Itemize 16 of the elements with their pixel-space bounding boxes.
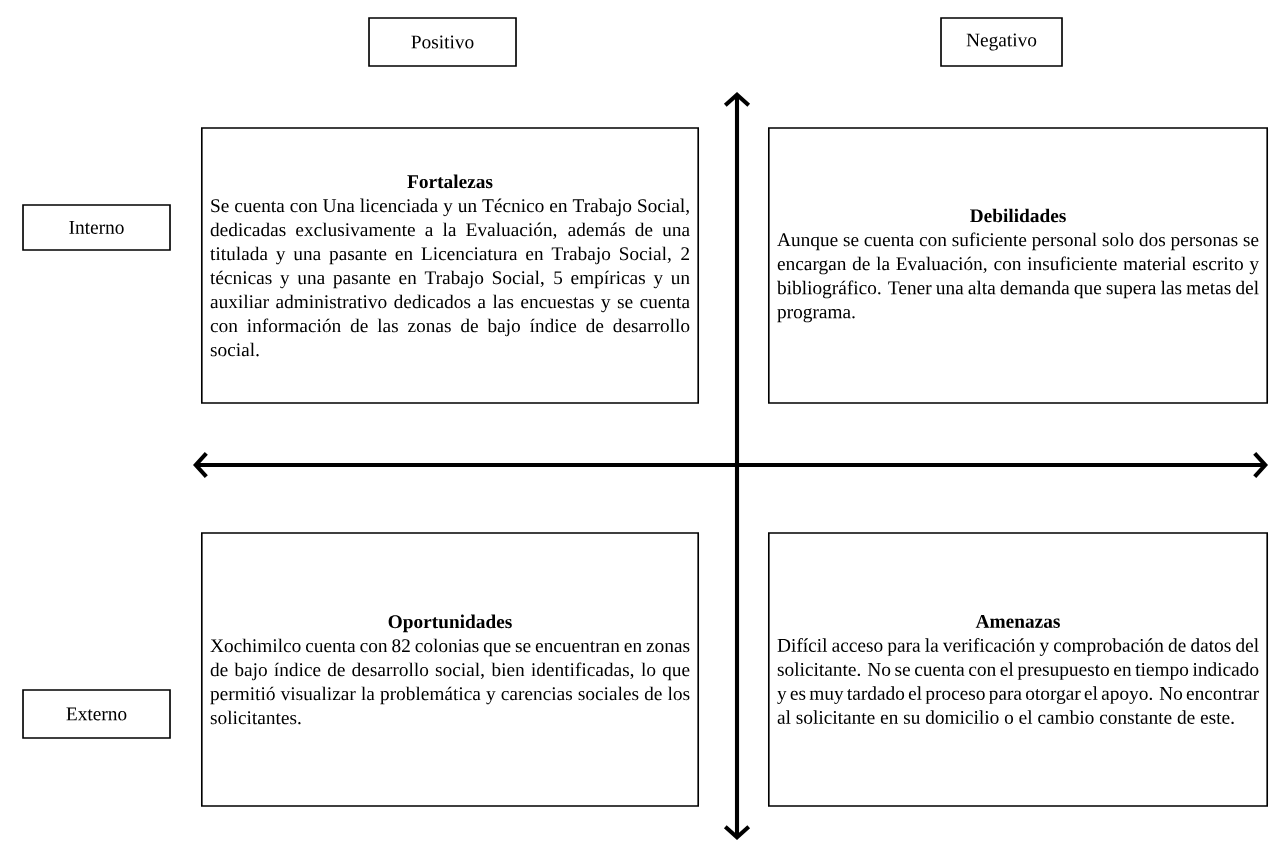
quadrant-heading: Debilidades (970, 208, 1066, 223)
quadrant-text: Aunque se cuenta con suficiente personal solo dos personas se encargan de la Evaluación, con insuficiente material escrito y bibliográfico. Tener una alta demanda que supera las metas del programa. (777, 232, 1259, 323)
quadrant-box (201, 532, 700, 807)
label-box: Positivo (368, 17, 517, 67)
quadrant-box (768, 532, 1269, 807)
quadrant-text: Se cuenta con Una licenciada y un Técnico en Trabajo Social, dedicadas exclusivamente a la Evaluación, además de una titulada y una pasante en Licenciatura en Trabajo Social, 2 técnicas y una pasante en Trabajo Social, 5 empíricas y un auxiliar administrativo dedicados a las encuestas y se cuenta con información de las zonas de bajo índice de desarrollo social. (210, 198, 690, 357)
quadrant-text: Xochimilco cuenta con 82 colonias que se encuentran en zonas de bajo índice de desarrollo social, bien identificadas, lo que permitió visualizar la problemática y carencias sociales de los solicitantes. (210, 638, 690, 725)
quadrant-heading: Amenazas (975, 614, 1060, 628)
quadrant-box (201, 127, 700, 404)
label-box: Externo (22, 689, 171, 739)
quadrant-heading: Fortalezas (407, 174, 493, 189)
label-box: Interno (22, 204, 171, 251)
quadrant-text: Difícil acceso para la verificación y comprobación de datos del solicitante. No se cuenta con el presupuesto en tiempo indicado y es muy tardado el proceso para otorgar el apoyo. No encontrar al solicitante en su domicilio o el cambio constante de este. (777, 638, 1259, 725)
quadrant-box (768, 127, 1269, 404)
label-box: Negativo (940, 17, 1063, 67)
quadrant-heading: Oportunidades (388, 614, 512, 633)
